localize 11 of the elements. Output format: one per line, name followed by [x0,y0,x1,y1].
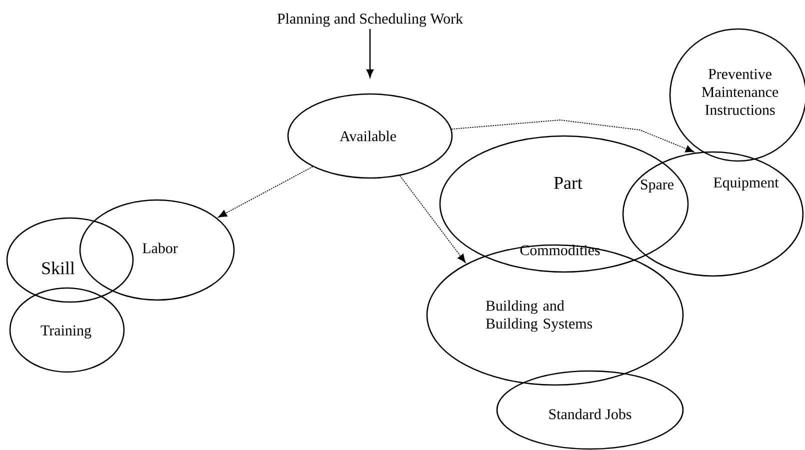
arrow [218,166,314,218]
arrow [400,175,466,263]
ellipse-node: Skill [6,217,134,303]
ellipse-node: Spare Equipment [622,151,804,277]
ellipse-node: Training [9,287,125,373]
ellipse-node: Available [287,93,453,179]
ellipse-node: Labor [79,199,235,301]
heading-text: Planning and Scheduling Work [277,13,464,27]
arrow [366,29,374,78]
ellipse-node: Standard Jobs [496,370,684,450]
arrow [451,120,694,152]
